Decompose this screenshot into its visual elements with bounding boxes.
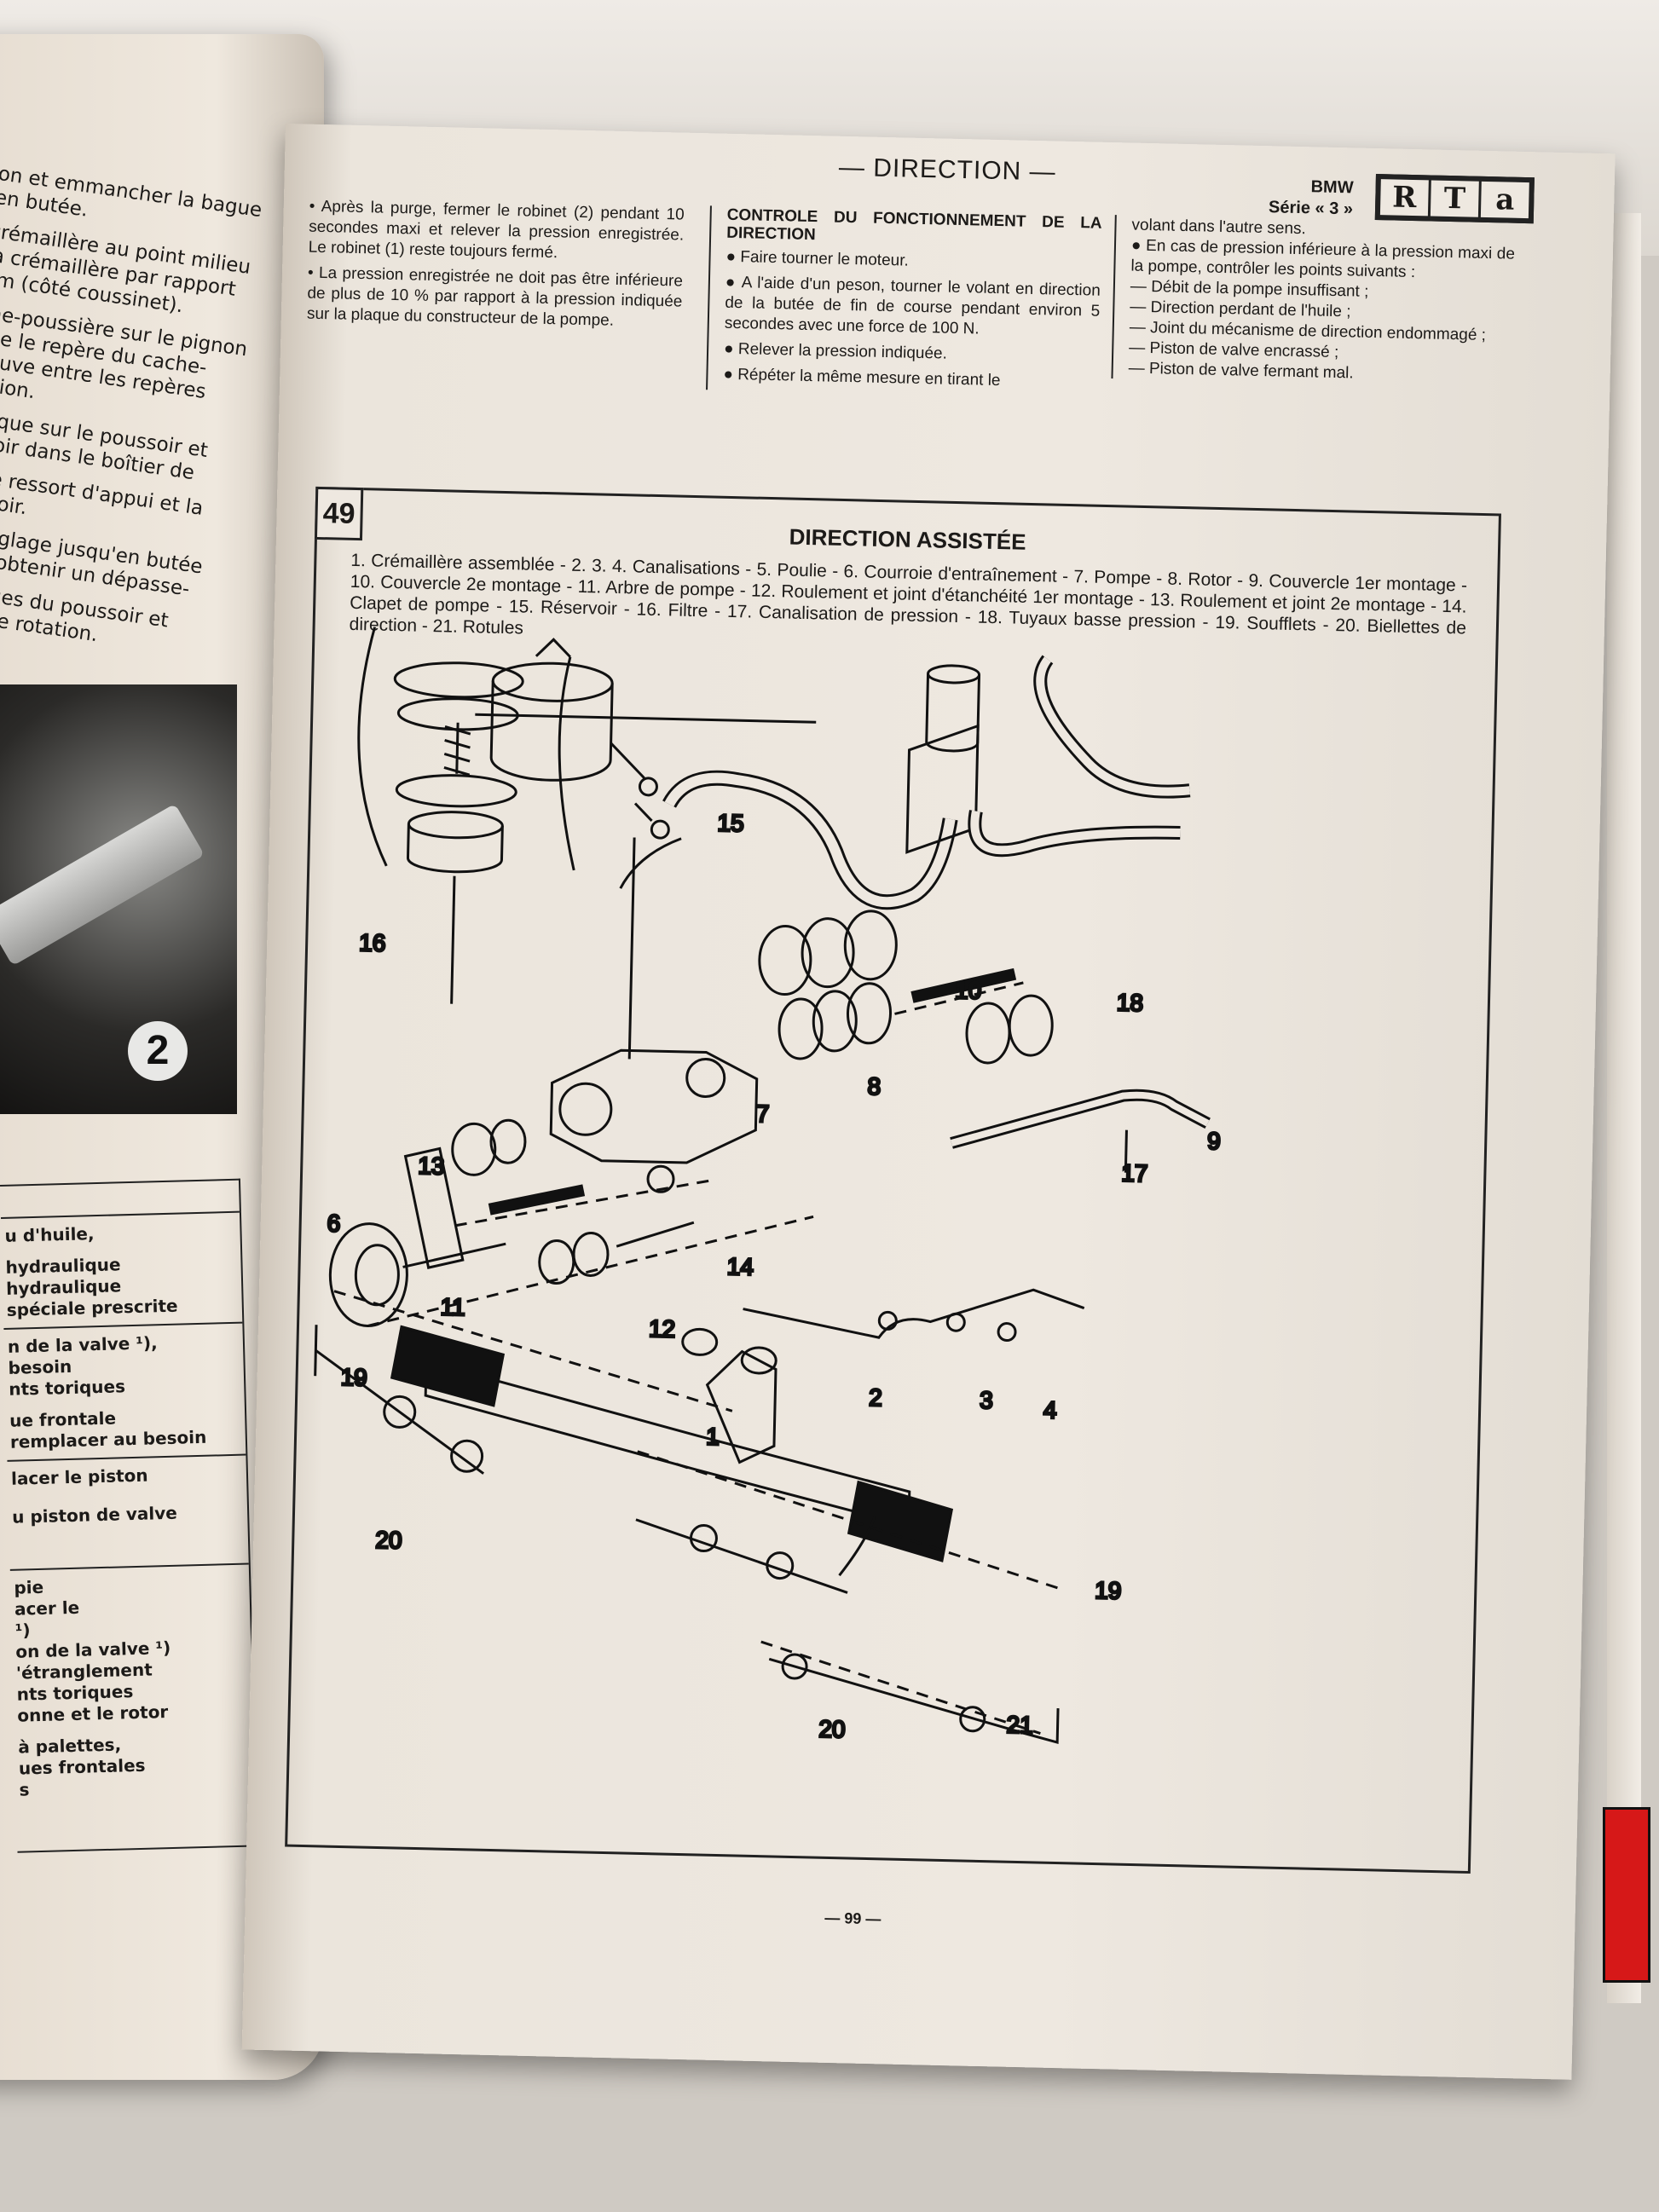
red-page-tab	[1603, 1807, 1650, 1983]
brand-block: BMW Série « 3 »	[1269, 176, 1354, 220]
part-label-7: 7	[755, 1100, 769, 1127]
bullet: ● Relever la pression indiquée.	[723, 339, 948, 363]
pump-drawing	[549, 910, 1054, 1164]
tie-rod-drawing	[760, 1640, 1060, 1744]
running-title: — DIRECTION —	[838, 153, 1056, 187]
photo-label-badge: 2	[128, 1021, 188, 1081]
part-label-20: 20	[375, 1527, 402, 1554]
paragraph: • La pression enregistrée ne doit pas êt…	[306, 263, 684, 330]
bullet: ● A l'aide d'un peson, tourner le volant…	[724, 273, 1101, 338]
pressure-line-drawing	[950, 1089, 1211, 1173]
part-label-1: 1	[706, 1424, 720, 1450]
bullet: ● Faire tourner le moteur.	[725, 247, 910, 270]
logo-letter: T	[1430, 180, 1479, 217]
filter-drawing	[393, 661, 524, 1004]
brand-name: BMW	[1310, 177, 1354, 198]
text-column-1: • Après la purge, fermer le robinet (2) …	[307, 197, 685, 338]
part-label-17: 17	[1121, 1160, 1148, 1187]
tool-image	[0, 803, 205, 967]
table-row: lacer le piston u piston de valve	[7, 1455, 249, 1571]
part-label-11: 11	[440, 1293, 465, 1320]
paragraph: • Après la purge, fermer le robinet (2) …	[308, 197, 685, 263]
page-number: — 99 —	[824, 1909, 882, 1928]
part-label-20b: 20	[818, 1716, 846, 1743]
part-label-4: 4	[1043, 1397, 1057, 1424]
part-label-16: 16	[359, 929, 386, 956]
part-label-10: 10	[955, 977, 982, 1004]
hoses-drawing	[619, 655, 1191, 1060]
exploded-steering-diagram: 15 16 10 8 9 7 17 18 13 6 5 14 11 12 19 …	[287, 627, 1223, 1744]
steering-rack-drawing	[314, 1290, 1061, 1594]
part-label-6: 6	[327, 1210, 340, 1236]
part-label-21: 21	[287, 1447, 288, 1475]
logo-letter: R	[1379, 179, 1429, 217]
series-name: Série « 3 »	[1268, 198, 1354, 219]
part-label-13: 13	[418, 1152, 445, 1180]
part-label-5: 5	[287, 1234, 289, 1261]
part-label-3: 3	[980, 1387, 993, 1413]
part-label-2: 2	[869, 1384, 882, 1411]
tool-photo: 2	[0, 684, 237, 1114]
canalisations-drawing	[681, 1288, 1085, 1375]
right-page: — DIRECTION — BMW Série « 3 » R T a • Ap…	[241, 124, 1616, 2080]
pulley-and-shaft-drawing	[328, 1118, 814, 1328]
text-column-3: volant dans l'autre sens. ● En cas de pr…	[1111, 215, 1516, 388]
part-label-14: 14	[726, 1253, 754, 1280]
part-label-15: 15	[717, 810, 744, 837]
part-label-9: 9	[1207, 1128, 1221, 1154]
part-label-19: 19	[340, 1364, 367, 1391]
rta-logo: R T a	[1374, 174, 1535, 224]
part-label-19b: 19	[1095, 1577, 1122, 1604]
section-heading: CONTROLE DU FONCTIONNEMENT DE LA DIRECTI…	[725, 205, 1102, 245]
reservoir-drawing	[357, 627, 817, 871]
part-label-12: 12	[649, 1315, 676, 1343]
figure-box: 49 DIRECTION ASSISTÉE 1. Crémaillère ass…	[285, 486, 1501, 1874]
part-label-18: 18	[1117, 989, 1144, 1016]
logo-letter: a	[1480, 181, 1529, 219]
part-label-8: 8	[867, 1073, 881, 1100]
next-pages-edge	[1607, 213, 1641, 2003]
bullet: ● Répéter la même mesure en tirant le	[723, 365, 1001, 390]
text-column-2: CONTROLE DU FONCTIONNEMENT DE LA DIRECTI…	[706, 205, 1102, 399]
